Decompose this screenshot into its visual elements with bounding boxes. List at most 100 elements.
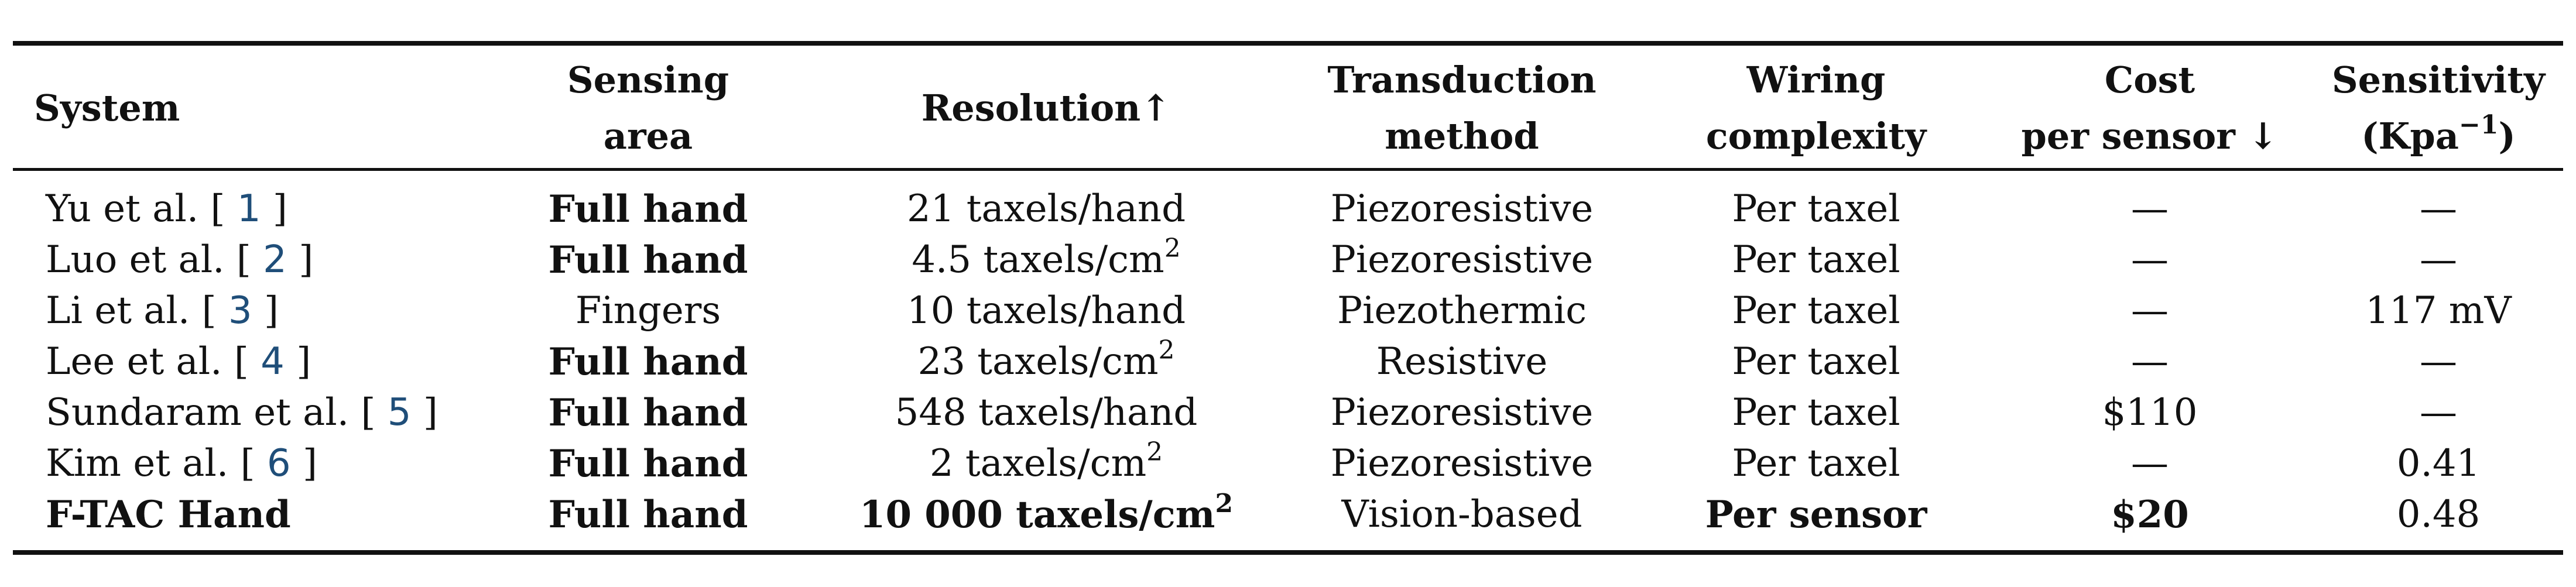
wiring-value: Per taxel	[1732, 187, 1900, 231]
cell-transduction: Piezothermic	[1277, 286, 1646, 337]
system-name: Luo et al.	[46, 238, 237, 282]
citation-link[interactable]: 5	[387, 391, 412, 434]
citation-link[interactable]: 1	[237, 187, 261, 231]
header-system-label: System	[34, 87, 180, 129]
sensing-area-value: Full hand	[548, 238, 748, 282]
header-transduction-line1: Transduction	[1327, 59, 1597, 101]
resolution-value: 21 taxels/hand	[906, 187, 1186, 231]
cell-cost: —	[1986, 337, 2314, 387]
wiring-value: Per taxel	[1732, 391, 1900, 434]
system-name: Lee et al.	[46, 340, 234, 383]
cell-transduction: Piezoresistive	[1277, 235, 1646, 286]
header-sensitivity-line1: Sensitivity	[2331, 59, 2546, 101]
cost-value: —	[2131, 238, 2169, 282]
transduction-value: Piezoresistive	[1330, 187, 1594, 231]
cell-system: Lee et al. [ 4 ]	[13, 337, 481, 387]
resolution-exponent: 2	[1146, 437, 1163, 467]
cell-sensitivity: 117 mV	[2314, 286, 2563, 337]
wiring-value: Per taxel	[1732, 289, 1900, 332]
cost-value: $20	[2111, 493, 2189, 537]
header-wiring-line1: Wiring	[1746, 59, 1886, 101]
header-cost-line2: per sensor ↓	[2021, 115, 2279, 157]
resolution-value: 2 taxels/cm	[929, 442, 1147, 485]
citation-link[interactable]: 6	[266, 442, 291, 485]
system-name: Kim et al.	[46, 442, 241, 485]
header-resolution: Resolution↑	[815, 41, 1277, 171]
citation-bracket-open: [	[210, 187, 237, 231]
header-sensitivity-line2-end: )	[2498, 115, 2516, 157]
resolution-value: 10 000 taxels/cm	[859, 493, 1215, 537]
system-name: F-TAC Hand	[46, 493, 291, 537]
sensitivity-value: —	[2420, 340, 2457, 383]
table-row: Yu et al. [ 1 ] Full hand 21 taxels/hand Pi…	[13, 171, 2563, 235]
cell-wiring: Per taxel	[1646, 286, 1986, 337]
sensing-area-value: Full hand	[548, 187, 748, 231]
resolution-value: 548 taxels/hand	[895, 391, 1198, 434]
cell-resolution: 10 taxels/hand	[815, 286, 1277, 337]
cell-wiring: Per taxel	[1646, 438, 1986, 489]
citation-bracket-open: [	[361, 391, 388, 434]
header-sensing-line2: area	[603, 115, 693, 157]
cell-system: Li et al. [ 3 ]	[13, 286, 481, 337]
cost-value: —	[2131, 187, 2169, 231]
bottom-rule	[13, 550, 2563, 555]
cell-sensing-area: Full hand	[481, 337, 815, 387]
cell-resolution: 10 000 taxels/cm2	[815, 489, 1277, 540]
cell-sensing-area: Fingers	[481, 286, 815, 337]
resolution-exponent: 2	[1164, 234, 1181, 263]
sensitivity-value: 0.48	[2396, 493, 2481, 536]
cell-resolution: 23 taxels/cm2	[815, 337, 1277, 387]
sensing-area-value: Full hand	[548, 391, 748, 435]
sensitivity-value: —	[2420, 187, 2457, 231]
citation-bracket-open: [	[236, 238, 263, 282]
cell-wiring: Per taxel	[1646, 387, 1986, 438]
citation-link[interactable]: 4	[261, 340, 285, 383]
header-sensing-line1: Sensing	[567, 59, 729, 101]
cell-sensing-area: Full hand	[481, 489, 815, 540]
cell-resolution: 4.5 taxels/cm2	[815, 235, 1277, 286]
cell-cost: —	[1986, 438, 2314, 489]
cell-cost: —	[1986, 286, 2314, 337]
cell-system: Kim et al. [ 6 ]	[13, 438, 481, 489]
citation-bracket-close: ]	[290, 442, 317, 485]
resolution-exponent: 2	[1158, 335, 1175, 365]
header-system: System	[13, 41, 481, 171]
cell-system: Luo et al. [ 2 ]	[13, 235, 481, 286]
cell-sensing-area: Full hand	[481, 171, 815, 235]
cost-value: $110	[2102, 391, 2198, 434]
citation-bracket-close: ]	[284, 340, 311, 383]
citation-bracket-open: [	[201, 289, 228, 332]
cell-sensing-area: Full hand	[481, 438, 815, 489]
cost-value: —	[2131, 442, 2169, 485]
transduction-value: Resistive	[1376, 340, 1548, 383]
citation-bracket-close: ]	[252, 289, 279, 332]
cell-transduction: Resistive	[1277, 337, 1646, 387]
system-name: Sundaram et al.	[46, 391, 361, 434]
sensitivity-value: —	[2420, 238, 2457, 282]
cell-resolution: 2 taxels/cm2	[815, 438, 1277, 489]
header-sensitivity-line2: (Kpa	[2361, 115, 2459, 157]
header-row: System Sensing area Resolution↑ Transduc…	[13, 41, 2563, 171]
citation-link[interactable]: 3	[228, 289, 252, 332]
resolution-value: 4.5 taxels/cm	[912, 238, 1164, 282]
transduction-value: Piezoresistive	[1330, 238, 1594, 282]
system-name: Yu et al.	[46, 187, 211, 231]
header-sensitivity: Sensitivity (Kpa−1)	[2314, 41, 2563, 171]
cell-sensing-area: Full hand	[481, 235, 815, 286]
cell-system: Yu et al. [ 1 ]	[13, 171, 481, 235]
citation-link[interactable]: 2	[263, 238, 287, 282]
transduction-value: Piezoresistive	[1330, 442, 1594, 485]
cell-wiring: Per sensor	[1646, 489, 1986, 540]
cell-sensitivity: —	[2314, 171, 2563, 235]
top-rule	[13, 41, 2563, 46]
wiring-value: Per taxel	[1732, 238, 1900, 282]
cell-system: Sundaram et al. [ 5 ]	[13, 387, 481, 438]
header-cost: Cost per sensor ↓	[1986, 41, 2314, 171]
header-wiring: Wiring complexity	[1646, 41, 1986, 171]
cell-sensitivity: —	[2314, 235, 2563, 286]
